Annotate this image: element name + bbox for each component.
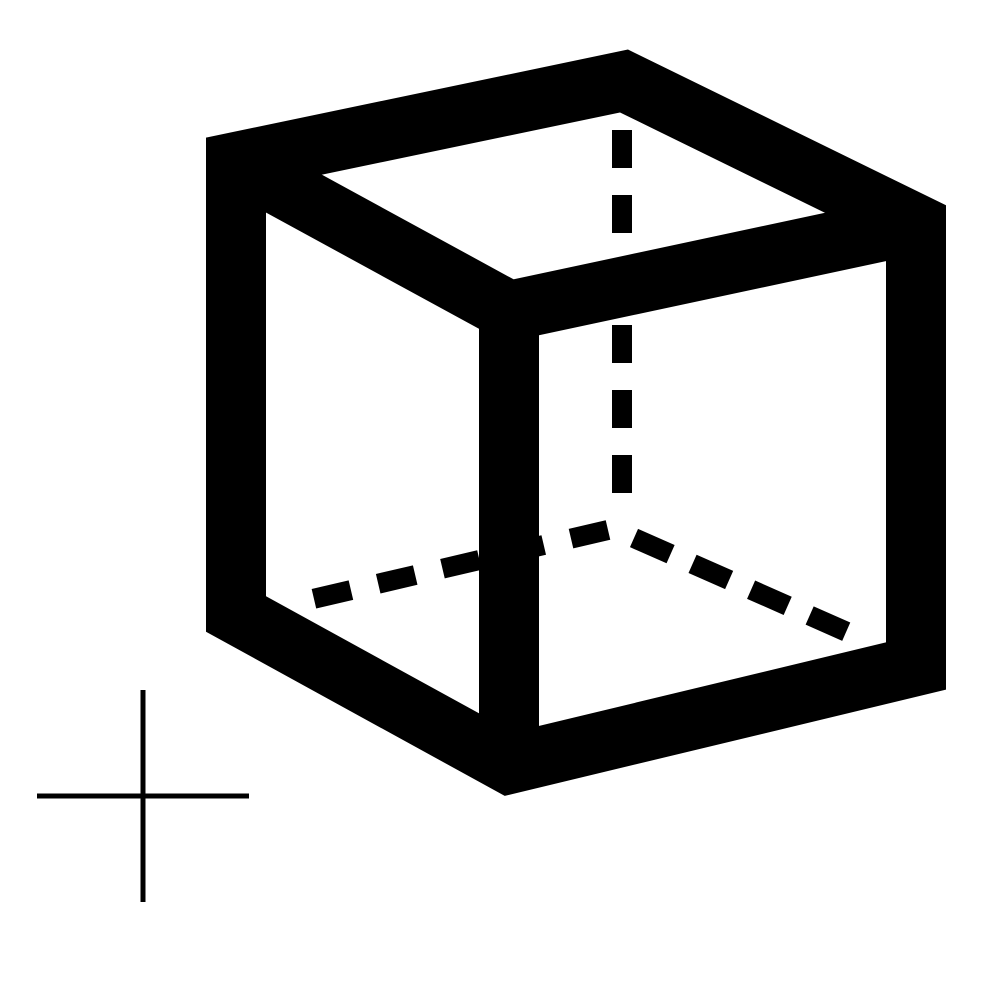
cube-hidden-edge-right xyxy=(629,528,861,646)
wireframe-cube-icon xyxy=(206,49,946,796)
cube-hidden-edge-left xyxy=(297,520,611,612)
crosshair-cursor-icon xyxy=(37,690,249,902)
cube-outline xyxy=(206,49,946,796)
